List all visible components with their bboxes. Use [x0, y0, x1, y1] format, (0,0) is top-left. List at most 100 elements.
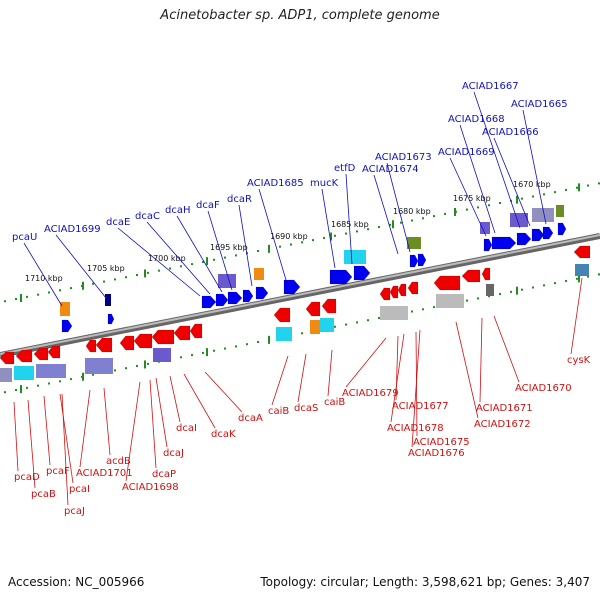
tick-dot	[59, 380, 61, 383]
feature-block	[14, 366, 34, 380]
gene-arrow-forward	[417, 253, 427, 267]
feature-block	[153, 348, 171, 362]
reverse-gene-label: ACIAD1678	[387, 423, 444, 434]
feature-block	[105, 294, 111, 306]
tick-dot	[521, 197, 523, 200]
tick-dot	[180, 356, 182, 359]
gene-arrow-forward	[483, 238, 493, 252]
tick-label: 1690 kbp	[270, 232, 308, 241]
label-leader-line	[183, 373, 216, 429]
tick-mark	[20, 385, 22, 394]
gene-arrow-reverse	[273, 307, 291, 323]
tick-dot	[48, 382, 50, 385]
gene-arrow-forward	[255, 286, 269, 300]
tick-rows	[4, 182, 600, 394]
label-leader-line	[125, 381, 141, 482]
tick-dot	[202, 260, 204, 263]
label-leader-line	[345, 337, 387, 388]
forward-gene-label: etfD	[334, 163, 356, 174]
gene-arrow-reverse	[481, 267, 491, 281]
forward-gene-label: dcaH	[165, 205, 191, 216]
tick-label: 1685 kbp	[331, 220, 369, 229]
tick-dot	[15, 298, 17, 301]
tick-dot	[191, 354, 193, 357]
tick-dot	[125, 276, 127, 279]
reverse-gene-label: acdB	[106, 456, 131, 467]
label-leader-line	[149, 379, 157, 469]
label-leader-line	[23, 242, 63, 307]
feature-block	[254, 268, 264, 280]
genome-summary-text: Topology: circular; Length: 3,598,621 bp…	[260, 575, 590, 589]
reverse-gene-label: pcaJ	[64, 506, 85, 517]
label-leader-line	[43, 395, 51, 466]
tick-dot	[367, 319, 369, 322]
tick-mark	[206, 257, 208, 266]
tick-dot	[37, 384, 39, 387]
tick-dot	[334, 234, 336, 237]
tick-dot	[257, 250, 259, 253]
reverse-gene-label: pcaB	[31, 489, 56, 500]
tick-dot	[136, 365, 138, 368]
label-leader-line	[117, 227, 201, 297]
tick-dot	[510, 290, 512, 293]
tick-dot	[554, 282, 556, 285]
feature-block	[218, 274, 236, 288]
label-leader-line	[27, 399, 36, 489]
tick-dot	[356, 321, 358, 324]
label-leader-line	[386, 162, 411, 253]
tick-dot	[477, 206, 479, 209]
tick-dot	[147, 271, 149, 274]
feature-block	[480, 222, 490, 234]
label-leader-line	[459, 124, 496, 234]
tick-mark	[578, 183, 580, 192]
gene-arrow-reverse	[321, 298, 337, 314]
gene-arrow-reverse	[173, 325, 191, 341]
reverse-gene-label: ACIAD1698	[122, 482, 179, 493]
tick-dot	[26, 386, 28, 389]
tick-dot	[48, 291, 50, 294]
gene-arrow-reverse	[85, 339, 97, 353]
tick-mark	[330, 232, 332, 241]
tick-dot	[224, 256, 226, 259]
tick-dot	[224, 347, 226, 350]
feature-block	[344, 250, 366, 264]
tick-dot	[15, 389, 17, 392]
gene-arrow-reverse	[407, 281, 419, 295]
label-leader-line	[13, 401, 19, 472]
label-leader-line	[493, 137, 531, 227]
tick-dot	[246, 343, 248, 346]
tick-dot	[37, 293, 39, 296]
forward-gene-label: ACIAD1674	[362, 164, 419, 175]
tick-dot	[433, 215, 435, 218]
forward-gene-label: dcaC	[135, 211, 160, 222]
tick-label: 1700 kbp	[148, 254, 186, 263]
tick-dot	[92, 282, 94, 285]
tick-dot	[334, 325, 336, 328]
gene-arrow-reverse	[119, 335, 135, 351]
tick-dot	[103, 280, 105, 283]
label-leader-line	[79, 389, 91, 468]
label-leader-line	[271, 355, 289, 406]
gene-arrow-reverse	[95, 337, 113, 353]
feature-block	[310, 320, 320, 334]
reverse-gene-label: dcaA	[238, 413, 263, 424]
tick-label: 1710 kbp	[25, 274, 63, 283]
tick-mark	[20, 294, 22, 303]
tick-dot	[180, 265, 182, 268]
reverse-gene-label: ACIAD1670	[515, 383, 572, 394]
gene-arrow-forward	[491, 236, 517, 250]
tick-dot	[279, 245, 281, 248]
reverse-gene-label: cysK	[567, 355, 591, 366]
label-leader-line	[59, 393, 74, 484]
label-leader-line	[455, 321, 479, 419]
label-leader-line	[155, 377, 168, 448]
label-leader-line	[321, 188, 336, 269]
label-leader-line	[103, 387, 111, 456]
tick-dot	[565, 188, 567, 191]
tick-dot	[378, 317, 380, 320]
genome-backbone	[0, 233, 600, 358]
tick-dot	[466, 208, 468, 211]
forward-gene-label: ACIAD1669	[438, 147, 495, 158]
gene-arrow-forward	[215, 293, 229, 307]
gene-arrow-reverse	[47, 345, 61, 359]
